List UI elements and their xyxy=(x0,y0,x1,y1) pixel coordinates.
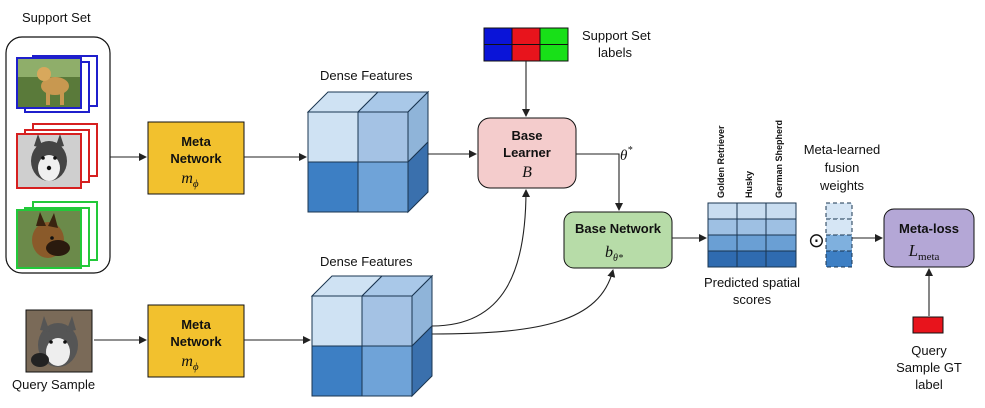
support-set-label: Support Set xyxy=(22,10,91,25)
dense-features-bottom-cube xyxy=(310,274,434,398)
meta-network-top-symbol: mϕ xyxy=(181,170,199,190)
query-gt-line2: Sample GT xyxy=(896,360,962,375)
score-column-golden-retriever: Golden Retriever xyxy=(716,125,726,198)
fusion-weights-line3: weights xyxy=(819,178,865,193)
arrow-dense-bottom-to-base-learner xyxy=(431,189,530,327)
golden-retriever-photo xyxy=(16,55,98,113)
dense-features-bottom-label: Dense Features xyxy=(320,254,413,269)
dense-features-top-label: Dense Features xyxy=(320,68,413,83)
base-network-line1: Base Network xyxy=(575,221,662,236)
support-set-label-swatches xyxy=(483,27,569,62)
score-column-husky: Husky xyxy=(744,171,754,198)
predicted-scores-line1: Predicted spatial xyxy=(704,275,800,290)
support-set-container xyxy=(5,36,111,274)
base-learner-box xyxy=(477,117,577,189)
german-shepherd-photo xyxy=(16,201,98,269)
query-gt-line3: label xyxy=(915,377,943,392)
base-learner-symbol: B xyxy=(522,164,532,181)
husky-photo xyxy=(16,123,98,189)
predicted-spatial-scores-grid xyxy=(707,202,797,268)
hadamard-product-symbol: ⊙ xyxy=(808,228,825,252)
meta-network-top-box xyxy=(147,121,245,195)
flow-arrows xyxy=(94,61,933,344)
query-gt-label-swatch xyxy=(912,316,944,334)
meta-network-bottom-line1: Meta xyxy=(181,317,211,332)
meta-loss-box xyxy=(883,208,975,268)
fusion-weights-vector xyxy=(825,202,853,268)
base-network-symbol: bθ* xyxy=(605,244,623,264)
query-gt-line1: Query xyxy=(911,343,947,358)
arrow-dense-bottom-to-base-network xyxy=(431,269,616,335)
base-learner-line1: Base xyxy=(511,128,542,143)
meta-network-bottom-line2: Network xyxy=(170,334,222,349)
support-labels-text-line2: labels xyxy=(598,45,632,60)
score-column-german-shepherd: German Shepherd xyxy=(774,120,784,198)
theta-star-label: θ* xyxy=(620,145,632,164)
base-learner-line2: Learner xyxy=(503,145,551,160)
fusion-weights-line1: Meta-learned xyxy=(804,142,881,157)
fusion-weights-line2: fusion xyxy=(825,160,860,175)
score-column-labels: Golden Retriever Husky German Shepherd xyxy=(716,120,784,198)
predicted-scores-line2: scores xyxy=(733,292,772,307)
meta-network-top-line1: Meta xyxy=(181,134,211,149)
arrow-base-learner-to-base-network xyxy=(576,153,623,211)
query-sample-label: Query Sample xyxy=(12,377,95,392)
support-labels-text-line1: Support Set xyxy=(582,28,651,43)
meta-loss-symbol: Lmeta xyxy=(908,241,940,263)
base-network-box xyxy=(563,211,673,269)
dense-features-top-cube xyxy=(306,90,430,214)
meta-network-top-line2: Network xyxy=(170,151,222,166)
meta-network-bottom-symbol: mϕ xyxy=(181,353,199,373)
meta-loss-line1: Meta-loss xyxy=(899,221,959,236)
husky-query-photo xyxy=(25,309,93,373)
meta-network-bottom-box xyxy=(147,304,245,378)
